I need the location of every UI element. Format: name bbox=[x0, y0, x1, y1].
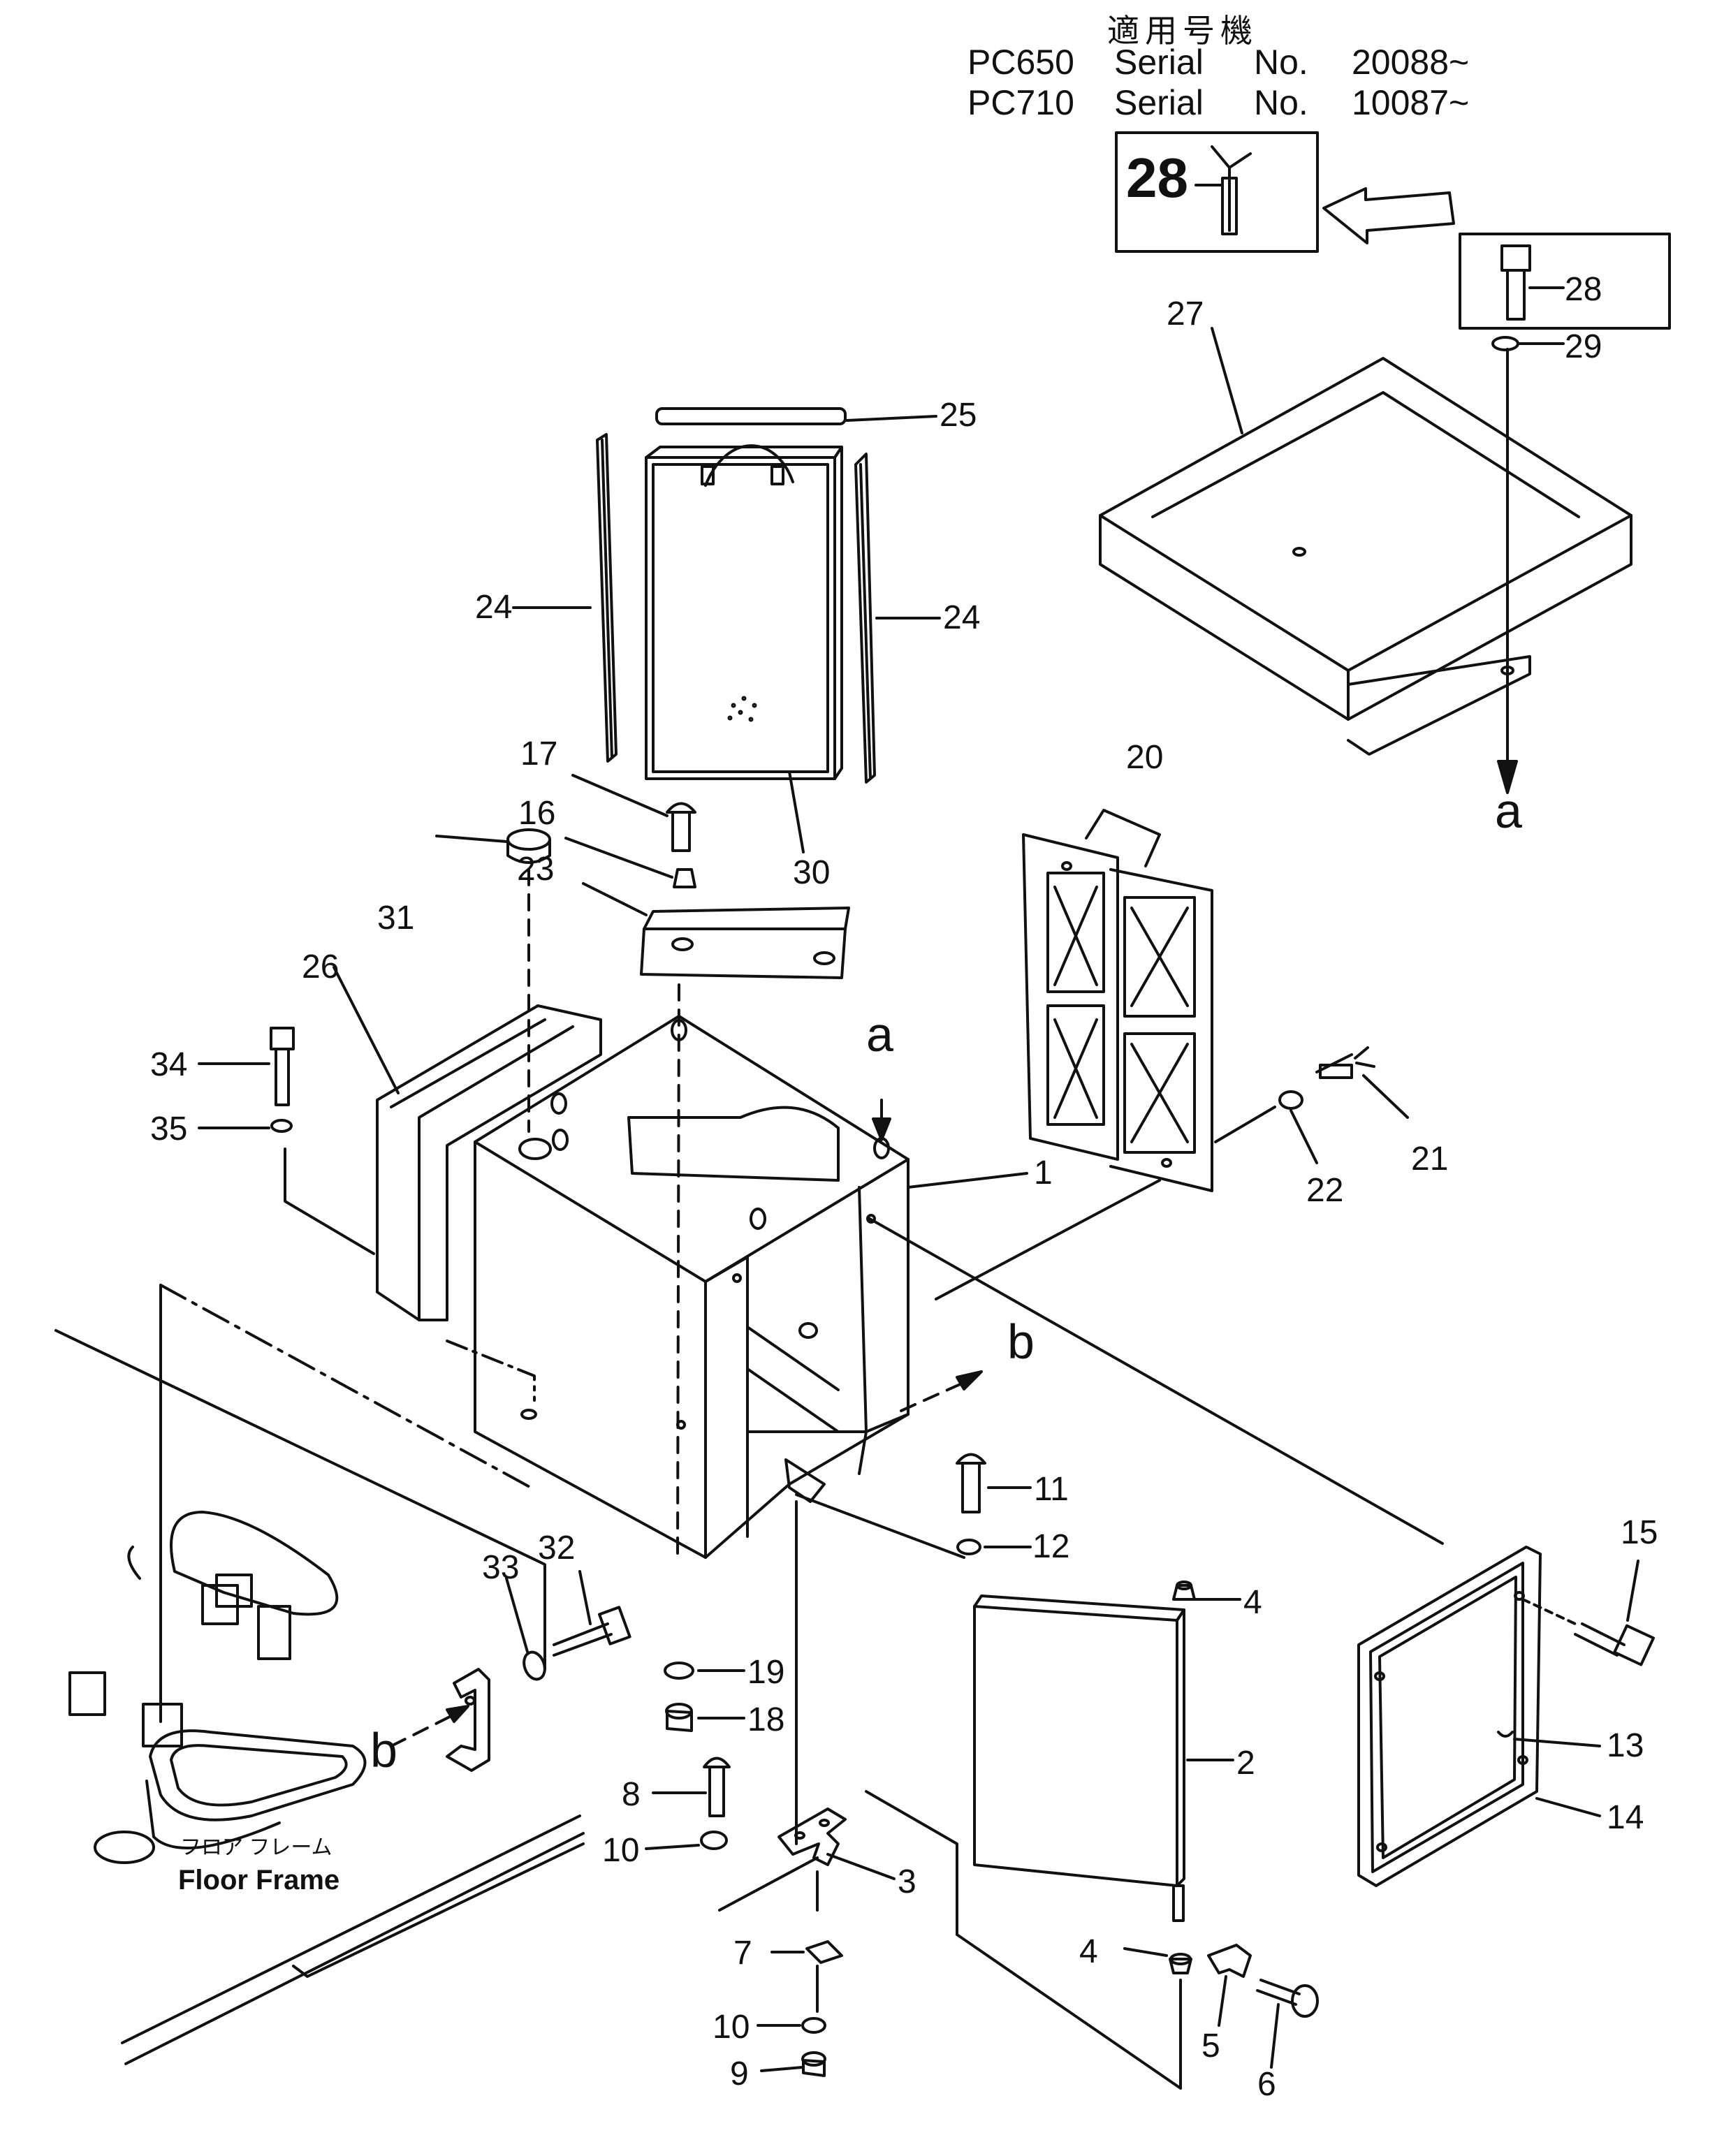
marker-b-right: b bbox=[1007, 1314, 1035, 1369]
washer-19 bbox=[664, 1662, 694, 1680]
tray-27 bbox=[1099, 357, 1632, 756]
callout-15: 15 bbox=[1621, 1514, 1658, 1551]
nut-18 bbox=[665, 1703, 693, 1732]
rod-25 bbox=[655, 407, 847, 425]
callout-4-bottom: 4 bbox=[1079, 1933, 1098, 1970]
callout-5: 5 bbox=[1201, 2027, 1220, 2065]
bolt-34 bbox=[270, 1027, 295, 1106]
washer-icon-29 bbox=[1491, 336, 1519, 351]
callout-32: 32 bbox=[538, 1530, 575, 1567]
callout-29: 29 bbox=[1565, 328, 1602, 365]
floor-frame-jp: フロア フレーム bbox=[180, 1836, 332, 1859]
bolt-11 bbox=[956, 1453, 986, 1513]
callout-22: 22 bbox=[1306, 1172, 1343, 1209]
washer-12 bbox=[956, 1539, 981, 1555]
callout-14: 14 bbox=[1607, 1799, 1644, 1836]
arrow-icon bbox=[1322, 187, 1455, 244]
inset-label-28: 28 bbox=[1126, 147, 1188, 209]
callout-24-right: 24 bbox=[943, 599, 980, 636]
callout-9: 9 bbox=[730, 2055, 749, 2092]
model-pc710: PC710 bbox=[967, 83, 1074, 122]
bolt-8 bbox=[703, 1757, 731, 1817]
callout-20: 20 bbox=[1126, 739, 1163, 776]
washer-35 bbox=[270, 1119, 293, 1133]
callout-25: 25 bbox=[940, 397, 977, 434]
callout-1: 1 bbox=[1034, 1154, 1053, 1191]
bolt-32 bbox=[553, 1606, 631, 1657]
marker-b-left: b bbox=[370, 1723, 397, 1777]
element-30 bbox=[645, 444, 843, 780]
lid-26 bbox=[376, 1004, 602, 1321]
callout-8: 8 bbox=[622, 1776, 641, 1813]
inset-box bbox=[1115, 131, 1319, 253]
cap-16 bbox=[673, 868, 696, 888]
floor-frame-legend-icon bbox=[94, 1831, 155, 1864]
floor-frame-en: Floor Frame bbox=[178, 1865, 339, 1895]
callout-18: 18 bbox=[747, 1701, 784, 1738]
floor-frame-shapes bbox=[68, 1511, 585, 2065]
callout-7: 7 bbox=[733, 1935, 752, 1972]
callout-24-left: 24 bbox=[475, 589, 512, 626]
pin-6 bbox=[1256, 1979, 1319, 2018]
serial-pc710: 10087~ bbox=[1352, 83, 1470, 122]
wing-bolt-icon bbox=[1211, 145, 1252, 235]
clip-7 bbox=[805, 1940, 843, 1964]
hex-bolt-icon-28 bbox=[1500, 244, 1531, 321]
callout-21: 21 bbox=[1411, 1141, 1448, 1178]
marker-a-box: a bbox=[866, 1007, 893, 1062]
callout-34: 34 bbox=[150, 1046, 187, 1083]
bushing-4-bottom bbox=[1169, 1953, 1192, 1974]
cover-14 bbox=[1357, 1546, 1542, 1887]
bolt-15 bbox=[1574, 1622, 1656, 1666]
callout-10b: 10 bbox=[713, 2009, 750, 2046]
side-plate-24-left bbox=[596, 433, 618, 763]
bracket-b bbox=[446, 1668, 490, 1772]
no-label-pc710: No. bbox=[1254, 83, 1308, 122]
washer-10b bbox=[801, 2017, 826, 2034]
hinge-5 bbox=[1207, 1944, 1252, 1978]
cap-31 bbox=[506, 828, 551, 864]
callout-11: 11 bbox=[1034, 1471, 1069, 1508]
door-2 bbox=[973, 1594, 1185, 1922]
callout-23: 23 bbox=[517, 851, 554, 888]
callout-2: 2 bbox=[1236, 1745, 1255, 1782]
callout-33: 33 bbox=[482, 1549, 519, 1586]
model-pc650: PC650 bbox=[967, 43, 1074, 82]
callout-10a: 10 bbox=[602, 1832, 639, 1869]
side-plate-24-right bbox=[854, 453, 876, 784]
callout-13: 13 bbox=[1607, 1727, 1644, 1764]
wing-bolt-21 bbox=[1315, 1046, 1375, 1079]
washer-33 bbox=[523, 1650, 546, 1681]
bolt-box bbox=[1459, 233, 1671, 330]
callout-35: 35 bbox=[150, 1110, 187, 1147]
callout-3: 3 bbox=[898, 1863, 916, 1900]
callout-4-top: 4 bbox=[1243, 1584, 1262, 1621]
callout-26: 26 bbox=[302, 948, 339, 985]
marker-a-top: a bbox=[1495, 784, 1522, 838]
no-label-pc650: No. bbox=[1254, 43, 1308, 82]
callout-19: 19 bbox=[747, 1654, 784, 1691]
main-box-1 bbox=[474, 1015, 910, 1559]
plate-23 bbox=[640, 907, 850, 979]
screen-20 bbox=[1022, 833, 1213, 1192]
bushing-4-top bbox=[1172, 1581, 1196, 1601]
serial-pc650: 20088~ bbox=[1352, 43, 1470, 82]
washer-22 bbox=[1278, 1090, 1303, 1110]
callout-16: 16 bbox=[518, 795, 555, 832]
nut-9 bbox=[801, 2051, 826, 2077]
callout-6: 6 bbox=[1257, 2066, 1276, 2103]
bolt-17 bbox=[666, 802, 696, 852]
callout-12: 12 bbox=[1032, 1528, 1069, 1565]
callout-28: 28 bbox=[1565, 271, 1602, 308]
callout-17: 17 bbox=[520, 735, 557, 772]
callout-31: 31 bbox=[377, 900, 414, 937]
callout-30: 30 bbox=[793, 854, 830, 891]
applicable-machines-label: 適用号機 bbox=[1107, 13, 1258, 49]
washer-10a bbox=[700, 1831, 728, 1850]
serial-label-pc650: Serial bbox=[1114, 43, 1204, 82]
callout-27: 27 bbox=[1167, 295, 1204, 332]
serial-label-pc710: Serial bbox=[1114, 83, 1204, 122]
